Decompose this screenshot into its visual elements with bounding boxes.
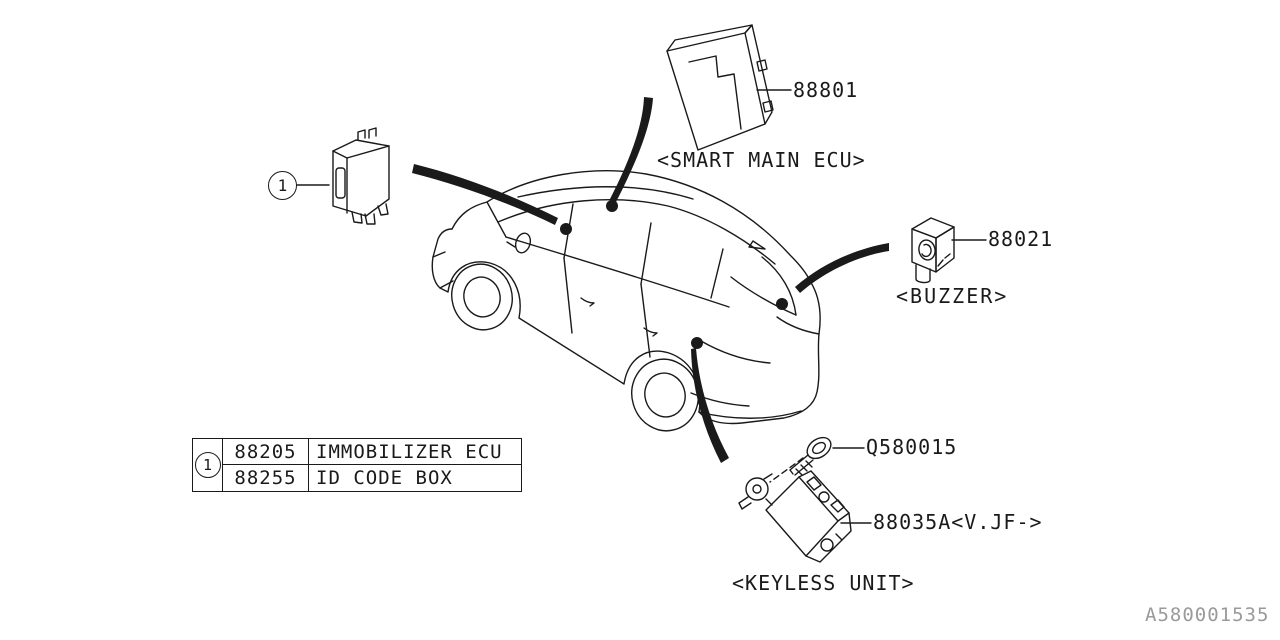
legend-ref-cell: 1 bbox=[193, 439, 223, 491]
part-number-q580015: Q580015 bbox=[866, 435, 958, 459]
legend-part-number: 88255 bbox=[223, 465, 309, 491]
part-number-88035a: 88035A<V.JF-> bbox=[873, 510, 1043, 534]
screw-drawing bbox=[789, 436, 832, 476]
legend-part-name: ID CODE BOX bbox=[316, 467, 453, 489]
drawing-number: A580001535 bbox=[1145, 604, 1270, 626]
location-dot bbox=[691, 337, 703, 349]
legend-part-name: IMMOBILIZER ECU bbox=[309, 439, 521, 465]
leader-curve bbox=[412, 164, 558, 225]
leader-curve bbox=[691, 348, 729, 463]
leader-curve bbox=[610, 97, 653, 202]
legend-callout-1: 1 bbox=[194, 452, 221, 478]
part-number-88021: 88021 bbox=[988, 227, 1054, 251]
front-wheel bbox=[451, 263, 513, 331]
legend-part-number: 88205 bbox=[223, 439, 309, 465]
callout-1: 1 bbox=[268, 171, 297, 200]
leader-curve bbox=[795, 243, 889, 293]
location-dot bbox=[560, 223, 572, 235]
caption-buzzer: <BUZZER> bbox=[896, 284, 1009, 308]
immobilizer-ecu-drawing bbox=[332, 127, 390, 225]
smart-main-ecu-drawing bbox=[666, 24, 774, 151]
legend-table: 1 88205 IMMOBILIZER ECU 88255 ID CODE BO… bbox=[192, 438, 522, 492]
assembly-dashed-line bbox=[769, 457, 804, 483]
side-mirror bbox=[514, 232, 532, 254]
part-number-88801: 88801 bbox=[793, 78, 859, 102]
caption-smart-main-ecu: <SMART MAIN ECU> bbox=[657, 148, 866, 172]
fin-antenna bbox=[748, 240, 766, 250]
keyless-unit-drawing bbox=[738, 470, 852, 563]
location-dot bbox=[776, 298, 788, 310]
caption-keyless-unit: <KEYLESS UNIT> bbox=[732, 571, 915, 595]
location-dot bbox=[606, 200, 618, 212]
car-illustration bbox=[431, 170, 821, 432]
buzzer-drawing bbox=[911, 217, 955, 284]
